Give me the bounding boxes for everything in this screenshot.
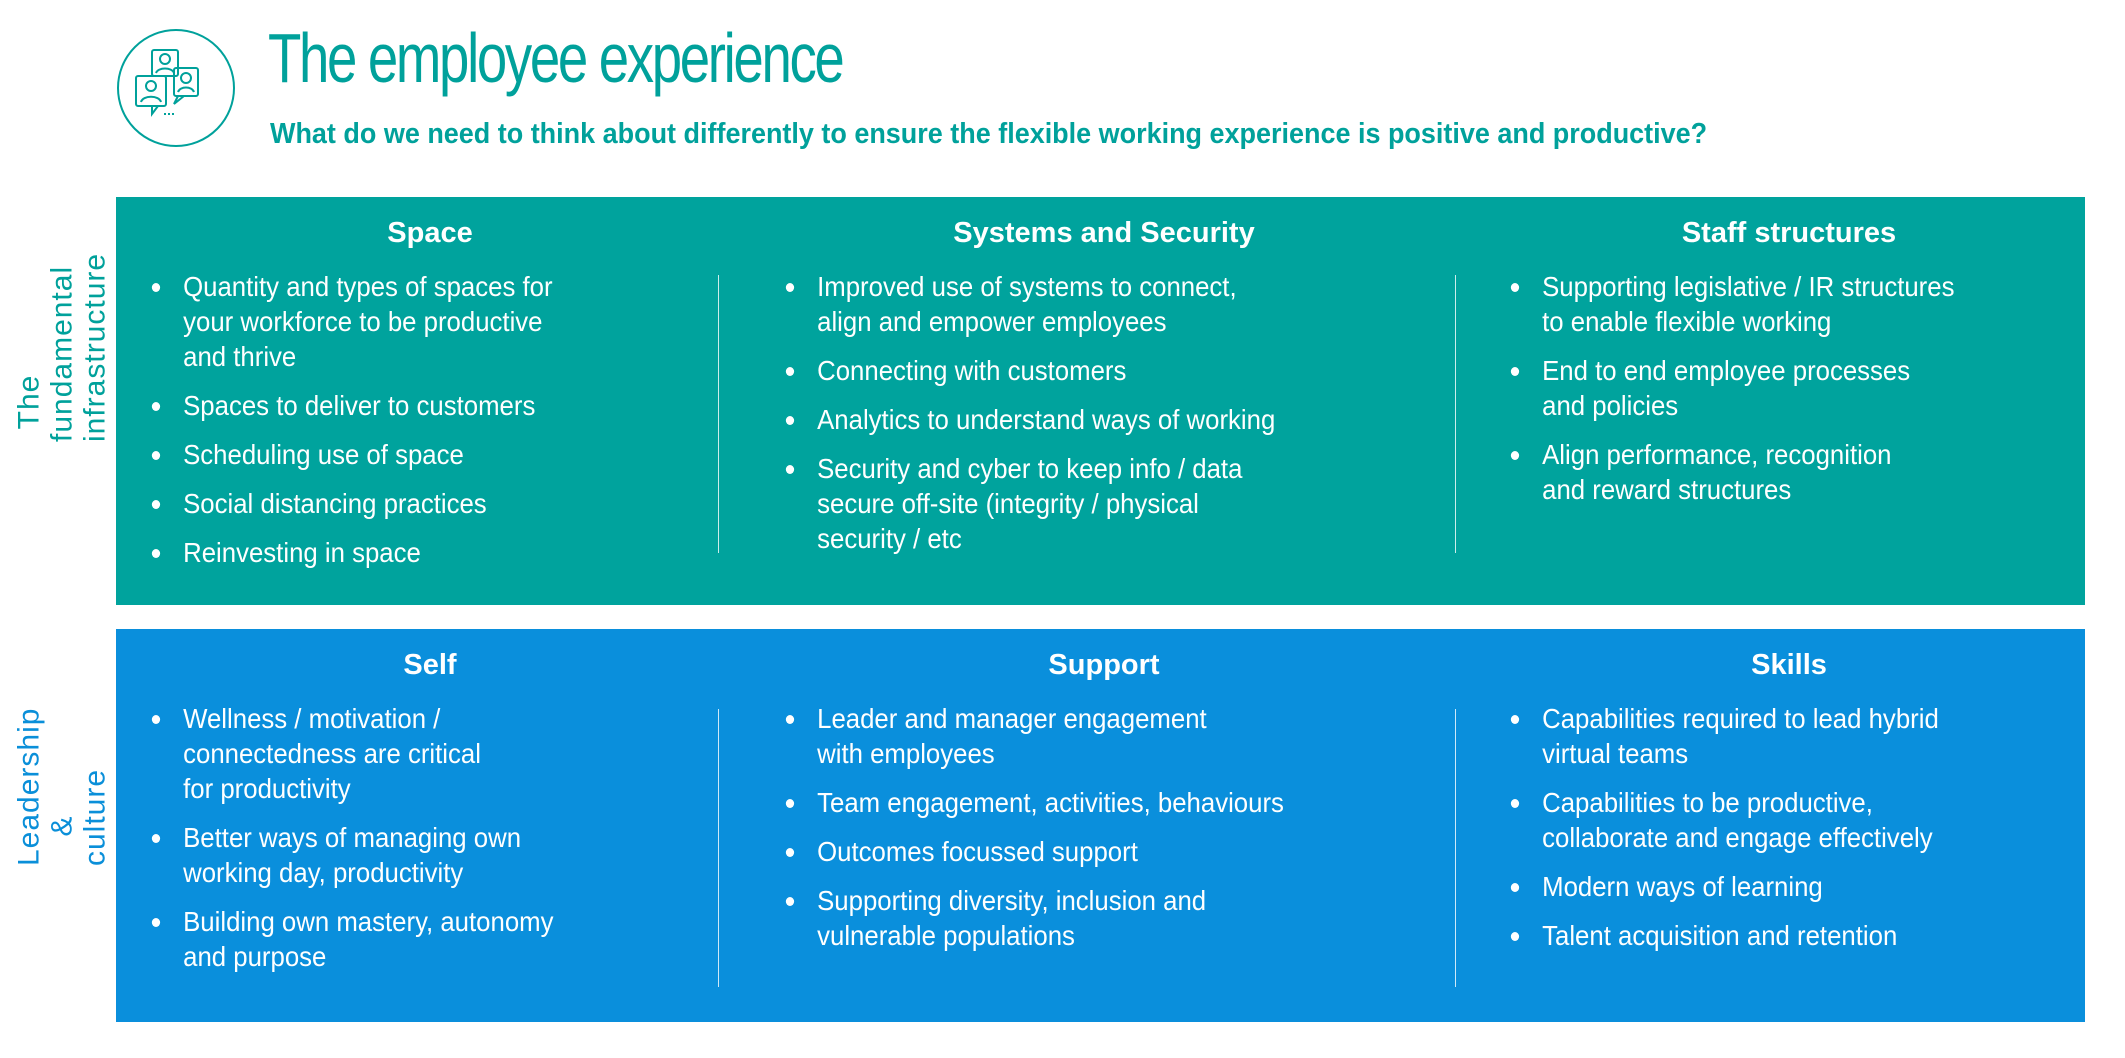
list-item: Wellness / motivation / connectedness ar… [150,701,702,806]
column-heading: Skills [1751,649,1827,681]
people-chat-icon [117,29,235,147]
list-item: Capabilities required to lead hybrid vir… [1509,701,2024,771]
list-item: Supporting legislative / IR structures t… [1509,269,2024,339]
column-heading: Support [1048,649,1160,681]
leadership-panel: Self Wellness / motivation / connectedne… [116,629,2085,1022]
divider [1455,709,1456,987]
page-subtitle: What do we need to think about different… [270,118,1708,150]
list-item: Capabilities to be productive, collabora… [1509,785,2024,855]
row-label-leadership: Leadership & culture [12,707,112,866]
page-title: The employee experience [268,19,845,97]
column-heading: Self [403,649,457,681]
list-item: End to end employee processes and polici… [1509,353,2024,423]
divider [718,709,719,987]
column-heading: Staff structures [1681,217,1897,249]
list-item: Supporting diversity, inclusion and vuln… [784,883,1373,953]
list-item: Team engagement, activities, behaviours [784,785,1373,820]
list-item: Scheduling use of space [150,437,702,472]
list-item: Modern ways of learning [1509,869,2024,904]
list-item: Social distancing practices [150,486,702,521]
list-item: Reinvesting in space [150,535,702,570]
infrastructure-panel: Space Quantity and types of spaces for y… [116,197,2085,605]
column-heading: Space [387,217,473,249]
list-item: Improved use of systems to connect, alig… [784,269,1373,339]
list-item: Security and cyber to keep info / data s… [784,451,1373,556]
list-item: Leader and manager engagement with emplo… [784,701,1373,771]
row-label-infrastructure: The fundamental infrastructure [12,252,112,442]
list-item: Quantity and types of spaces for your wo… [150,269,702,374]
column-heading: Systems and Security [953,217,1255,249]
list-item: Spaces to deliver to customers [150,388,702,423]
divider [718,275,719,553]
list-item: Outcomes focussed support [784,834,1373,869]
list-item: Talent acquisition and retention [1509,918,2024,953]
divider [1455,275,1456,553]
list-item: Analytics to understand ways of working [784,402,1373,437]
list-item: Better ways of managing own working day,… [150,820,702,890]
list-item: Connecting with customers [784,353,1373,388]
list-item: Building own mastery, autonomy and purpo… [150,904,702,974]
list-item: Align performance, recognition and rewar… [1509,437,2024,507]
